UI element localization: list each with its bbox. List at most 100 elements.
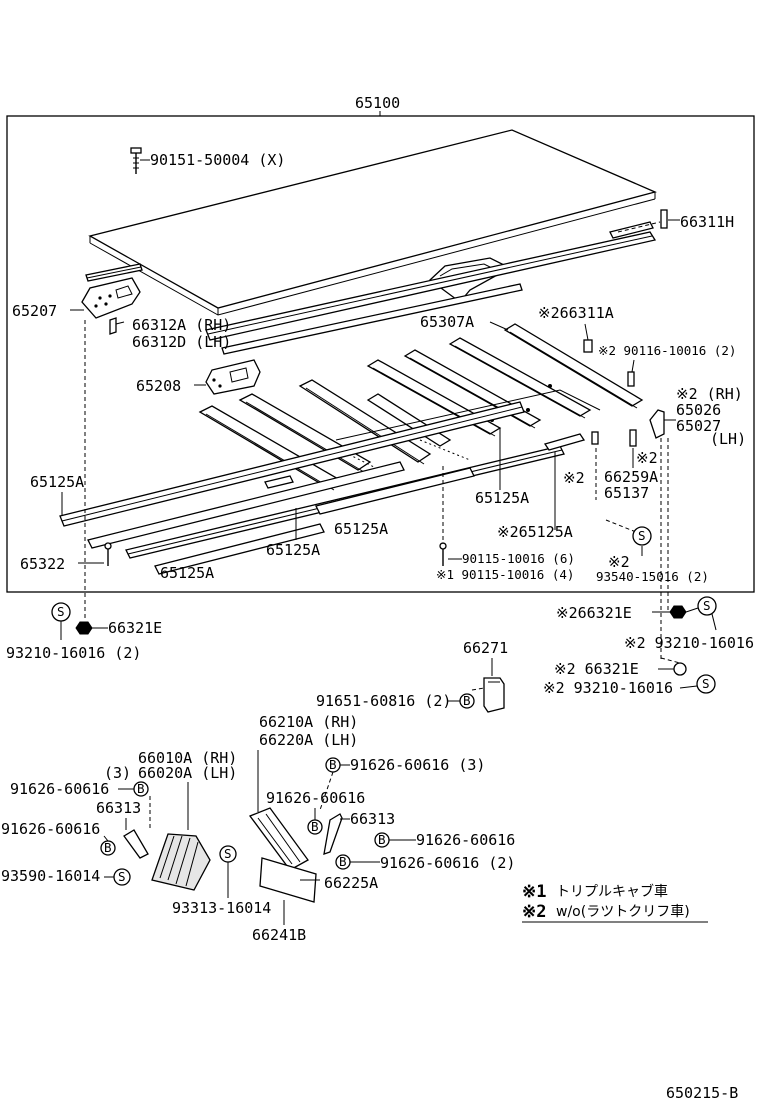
svg-text:B: B — [463, 693, 471, 708]
label-65208: 65208 — [136, 377, 181, 395]
label-66311h: 66311H — [680, 213, 734, 231]
label-93590: 93590-16014 — [1, 867, 100, 885]
svg-text:S: S — [118, 869, 126, 884]
label-qty3: (3) — [104, 764, 131, 782]
s-symbol-right-1: S — [697, 596, 717, 616]
label-66313-right: 66313 — [350, 810, 395, 828]
label-91651: 91651-60816 (2) — [316, 692, 451, 710]
label-93540: 93540-15016 (2) — [596, 569, 709, 584]
b-symbol-91626-a: B — [133, 781, 149, 797]
right-brackets — [554, 339, 669, 660]
s-symbol-93540: S — [632, 526, 652, 546]
label-65026-rh: ※2 (RH) — [676, 385, 743, 403]
label-mark2-b: ※2 — [563, 469, 585, 487]
label-91626-a: 91626-60616 — [10, 780, 109, 798]
label-65026: 65026 — [676, 401, 721, 419]
svg-text:B: B — [311, 819, 319, 834]
label-65137: 65137 — [604, 484, 649, 502]
label-93313: 93313-16014 — [172, 899, 271, 917]
label-65207: 65207 — [12, 302, 57, 320]
note-mark-2: ※2 — [522, 902, 546, 922]
mudflap-right-assembly: 66210A (RH) 66220A (LH) 91626-60616 (3) … — [248, 713, 515, 944]
b-symbol-91626-f: B — [335, 854, 351, 870]
label-66241b: 66241B — [252, 926, 306, 944]
label-66020a: 66020A (LH) — [138, 764, 237, 782]
drawing-number: 650215-B — [666, 1084, 738, 1102]
label-66312d: 66312D (LH) — [132, 333, 231, 351]
label-66321e-left: 66321E — [108, 619, 162, 637]
label-65322: 65322 — [20, 555, 65, 573]
label-91626-d: 91626-60616 — [1, 820, 100, 838]
assembly-frame: 65100 — [6, 94, 755, 593]
svg-text:B: B — [329, 757, 337, 772]
label-90115-6: 90115-10016 (6) — [462, 551, 575, 566]
label-66312a: 66312A (RH) — [132, 316, 231, 334]
b-symbol-91626-e: B — [374, 832, 390, 848]
b-symbol-91626-c: B — [307, 819, 323, 835]
svg-text:B: B — [137, 781, 145, 796]
label-91626-e: 91626-60616 — [416, 831, 515, 849]
pin-66311h — [617, 209, 668, 233]
svg-text:S: S — [638, 528, 646, 543]
label-90116: ※2 90116-10016 (2) — [598, 343, 736, 358]
svg-text:S: S — [224, 846, 232, 861]
label-91626-f: 91626-60616 (2) — [380, 854, 515, 872]
label-93210-right-1: ※2 93210-16016 — [624, 634, 754, 652]
bracket-65207 — [81, 277, 141, 335]
note-text-2: w/o(ラツトクリフ車) — [556, 903, 690, 920]
s-symbol-93590: S — [113, 868, 131, 886]
note-text-1: トリプルキャブ車 — [556, 883, 668, 900]
svg-text:S: S — [57, 604, 65, 619]
label-65307a: 65307A — [420, 313, 474, 331]
bracket-66271: 66271 91651-60816 (2) — [316, 639, 508, 713]
note-mark-1: ※1 — [522, 882, 546, 902]
label-66210a: 66210A (RH) — [259, 713, 358, 731]
label-93210-left: 93210-16016 (2) — [6, 644, 141, 662]
b-symbol-91651: B — [459, 693, 475, 709]
notes: ※1 トリプルキャブ車 ※2 w/o(ラツトクリフ車) — [522, 882, 708, 923]
s-symbol-left: S — [51, 602, 71, 622]
svg-text:S: S — [703, 598, 711, 613]
label-65125a-6: 65125A — [160, 564, 214, 582]
svg-text:B: B — [339, 854, 347, 869]
svg-text:S: S — [702, 676, 710, 691]
bracket-65208 — [205, 359, 261, 395]
label-65125a-2: 65125A — [475, 489, 529, 507]
label-66259a: 66259A — [604, 468, 658, 486]
label-90115-4: ※1 90115-10016 (4) — [436, 567, 574, 582]
b-symbol-91626-d: B — [100, 840, 116, 856]
label-66311a: ※266311A — [538, 304, 614, 322]
bolt-90151 — [130, 147, 142, 174]
assembly-label: 65100 — [355, 94, 400, 112]
label-66321e-right-2: ※2 66321E — [554, 660, 639, 678]
label-65027-lh: (LH) — [710, 430, 746, 448]
label-mark2-c: ※2 — [608, 553, 630, 571]
long-rails — [59, 401, 586, 575]
label-66313-left: 66313 — [96, 799, 141, 817]
label-93210-right-2: ※2 93210-16016 — [543, 679, 673, 697]
label-66225a: 66225A — [324, 874, 378, 892]
label-65125a-4: ※265125A — [497, 523, 573, 541]
frame-bolts — [84, 320, 447, 620]
label-65125a-5: 65125A — [266, 541, 320, 559]
mudflap-left-assembly: 66010A (RH) 66020A (LH) (3) 91626-60616 … — [1, 749, 271, 917]
label-65125a-3: 65125A — [334, 520, 388, 538]
label-66010a: 66010A (RH) — [138, 749, 237, 767]
symbol-circles: S S S S B B B B B B S B S — [51, 526, 717, 886]
label-mark2-a: ※2 — [636, 449, 658, 467]
floor-deck — [335, 389, 601, 471]
nuts-right: ※266321E ※2 93210-16016 ※2 66321E ※2 932… — [543, 604, 754, 697]
label-66271: 66271 — [463, 639, 508, 657]
nut-66321e-left: 66321E 93210-16016 (2) — [6, 619, 162, 662]
svg-text:B: B — [104, 840, 112, 855]
label-66321e-right: ※266321E — [556, 604, 632, 622]
svg-text:B: B — [378, 832, 386, 847]
label-65027: 65027 — [676, 417, 721, 435]
label-66220a: 66220A (LH) — [259, 731, 358, 749]
label-bolt-90151: 90151-50004 (X) — [150, 151, 285, 169]
frame-labels: 90151-50004 (X) 66311H 65207 66312A (RH)… — [12, 151, 746, 584]
s-symbol-93313: S — [219, 845, 237, 863]
label-65125a-1: 65125A — [30, 473, 84, 491]
s-symbol-right-2: S — [696, 674, 716, 694]
